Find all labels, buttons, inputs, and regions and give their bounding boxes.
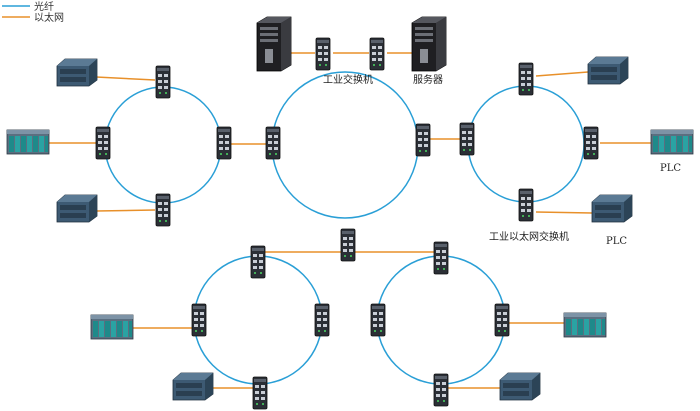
industrial-switch-icon <box>216 126 232 160</box>
plc-compact-icon <box>499 372 541 401</box>
industrial-switch-icon <box>370 303 386 337</box>
plc-devices <box>6 56 694 401</box>
fiber-links <box>104 71 585 385</box>
plc-rack-icon <box>650 129 694 155</box>
industrial-switch-label: 工业交换机 <box>323 73 373 86</box>
industrial-switch-icon <box>583 126 599 160</box>
legend-fiber-label: 光纤 <box>34 0 54 13</box>
industrial-switch-icon <box>415 123 431 157</box>
server-tower-icon <box>256 16 292 72</box>
industrial-switch-icon <box>155 193 171 227</box>
fiber-ring-top-right <box>467 85 585 203</box>
industrial-switch-icon <box>433 373 449 407</box>
industrial-switch-icon <box>252 376 268 410</box>
industrial-switch-icon <box>95 126 111 160</box>
plc-label: PLC <box>606 236 627 247</box>
industrial-switch-icon <box>518 62 534 96</box>
industrial-switches <box>95 37 599 410</box>
industrial-switch-icon <box>155 65 171 99</box>
ethernet-link <box>95 76 156 81</box>
industrial-switch-icon <box>191 303 207 337</box>
industrial-switch-icon <box>518 188 534 222</box>
ethernet-links <box>42 52 652 389</box>
industrial-switch-icon <box>369 37 385 71</box>
server-tower-icon <box>411 16 447 72</box>
plc-rack-icon <box>6 129 50 155</box>
industrial-switch-icon <box>340 228 356 262</box>
industrial-switch-icon <box>433 241 449 275</box>
industrial-ethernet-switch-label: 工业以太网交换机 <box>489 230 569 243</box>
industrial-switch-icon <box>315 37 331 71</box>
fiber-ring-top-left <box>104 86 222 204</box>
server-label: 服务器 <box>413 73 443 86</box>
industrial-switch-icon <box>494 303 510 337</box>
plc-rack-icon <box>563 312 607 338</box>
fiber-ring-bottom-right <box>376 255 506 385</box>
plc-compact-icon <box>56 194 98 223</box>
fiber-ring-center <box>271 71 419 219</box>
plc-rack-icon <box>90 314 134 340</box>
legend-ethernet-label: 以太网 <box>34 11 64 24</box>
industrial-switch-icon <box>250 245 266 279</box>
ethernet-link <box>535 71 589 77</box>
ethernet-link <box>95 209 156 212</box>
industrial-switch-icon <box>459 122 475 156</box>
plc-compact-icon <box>56 58 98 87</box>
industrial-switch-icon <box>314 303 330 337</box>
legend: 光纤 以太网 <box>2 0 64 24</box>
plc-label: PLC <box>660 163 681 174</box>
plc-compact-icon <box>172 372 214 401</box>
ethernet-link <box>535 211 593 214</box>
plc-compact-icon <box>587 56 629 85</box>
plc-compact-icon <box>591 194 633 223</box>
industrial-switch-icon <box>265 126 281 160</box>
